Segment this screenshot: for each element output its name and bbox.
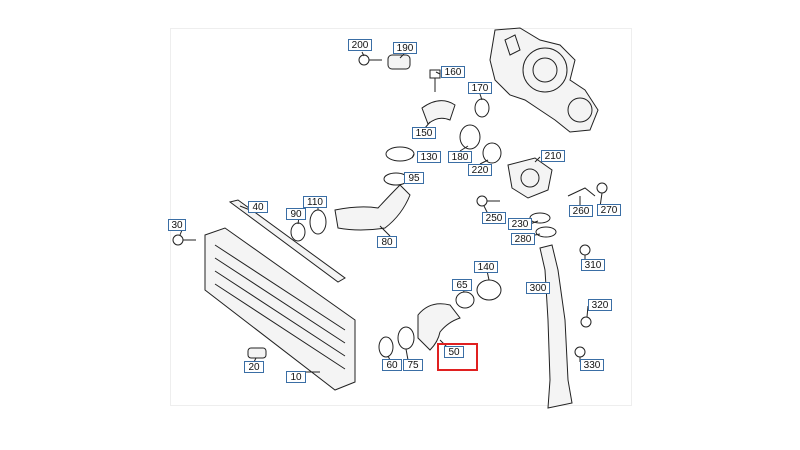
callout-140[interactable]: 140: [474, 261, 498, 273]
throttle-210: [507, 157, 553, 199]
callout-150[interactable]: 150: [412, 127, 436, 139]
highlight-box: [437, 343, 478, 371]
callout-170[interactable]: 170: [468, 82, 492, 94]
ring-220: [482, 142, 502, 164]
ring-170: [474, 98, 490, 118]
bracket-20: [247, 347, 267, 359]
callout-300[interactable]: 300: [526, 282, 550, 294]
callout-210[interactable]: 210: [541, 150, 565, 162]
callout-80[interactable]: 80: [377, 236, 397, 248]
callout-65[interactable]: 65: [452, 279, 472, 291]
bolt-270: [596, 182, 608, 194]
callout-95[interactable]: 95: [404, 172, 424, 184]
ring-60: [378, 336, 394, 358]
callout-260[interactable]: 260: [569, 205, 593, 217]
bolt-30: [172, 234, 196, 246]
clamp-130: [385, 146, 415, 162]
callout-160[interactable]: 160: [441, 66, 465, 78]
strip-40: [228, 199, 346, 283]
callout-60[interactable]: 60: [382, 359, 402, 371]
clamp-140: [476, 279, 502, 301]
callout-190[interactable]: 190: [393, 42, 417, 54]
callout-280[interactable]: 280: [511, 233, 535, 245]
callout-200[interactable]: 200: [348, 39, 372, 51]
intercooler-10: [204, 227, 356, 391]
bracket-190: [387, 54, 411, 70]
clamp-110: [309, 209, 327, 235]
ring-230: [529, 212, 551, 224]
pipe-300: [539, 244, 573, 409]
bolt-330: [574, 346, 586, 358]
callout-110[interactable]: 110: [303, 196, 327, 208]
hose-150: [421, 100, 456, 125]
callout-180[interactable]: 180: [448, 151, 472, 163]
hose-80: [334, 184, 411, 231]
callout-130[interactable]: 130: [417, 151, 441, 163]
callout-310[interactable]: 310: [581, 259, 605, 271]
callout-320[interactable]: 320: [588, 299, 612, 311]
ring-90: [290, 222, 306, 242]
callout-330[interactable]: 330: [580, 359, 604, 371]
bolt-320: [580, 316, 592, 328]
clamp-180: [459, 124, 481, 150]
bolt-250: [476, 195, 500, 207]
callout-20[interactable]: 20: [244, 361, 264, 373]
turbocharger-drawing: [489, 27, 599, 133]
elbow-50: [417, 303, 461, 351]
ring-65: [455, 291, 475, 309]
bracket-260: [567, 187, 596, 197]
callout-220[interactable]: 220: [468, 164, 492, 176]
callout-75[interactable]: 75: [403, 359, 423, 371]
callout-90[interactable]: 90: [286, 208, 306, 220]
callout-230[interactable]: 230: [508, 218, 532, 230]
callout-270[interactable]: 270: [597, 204, 621, 216]
callout-30[interactable]: 30: [168, 219, 186, 231]
callout-250[interactable]: 250: [482, 212, 506, 224]
bolt-310: [579, 244, 591, 256]
clamp-75: [397, 326, 415, 350]
callout-50[interactable]: 50: [444, 346, 464, 358]
clamp-280: [535, 226, 557, 238]
callout-10[interactable]: 10: [286, 371, 306, 383]
bolt-200: [358, 54, 382, 66]
callout-40[interactable]: 40: [248, 201, 268, 213]
